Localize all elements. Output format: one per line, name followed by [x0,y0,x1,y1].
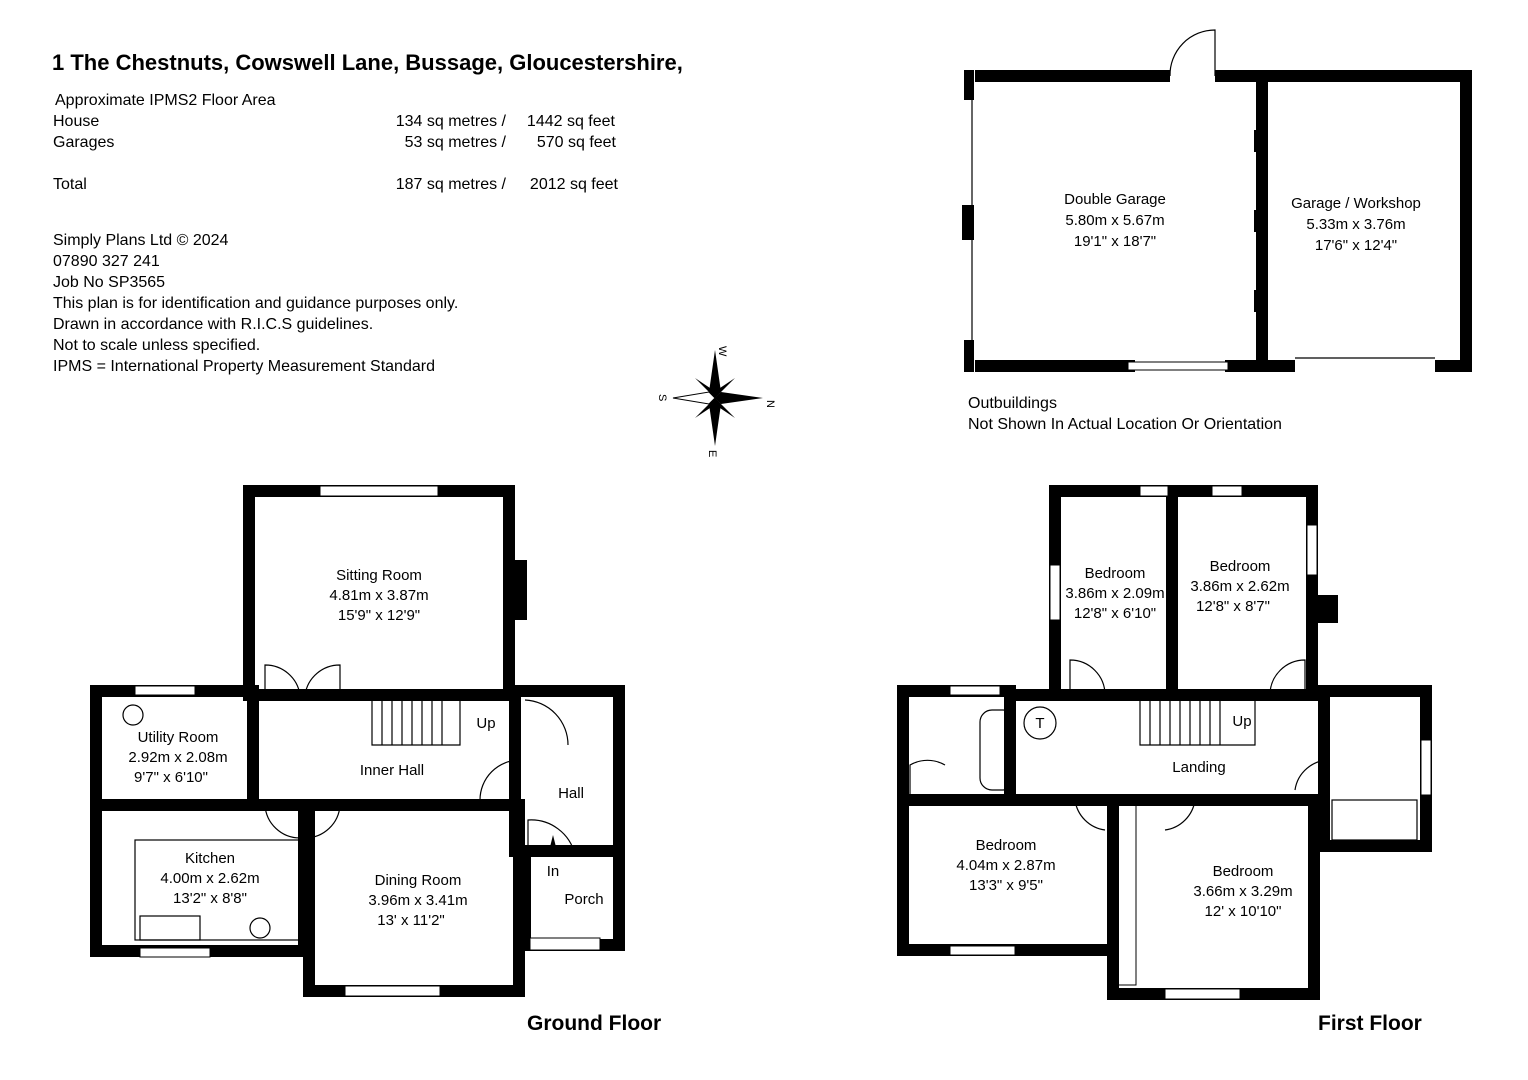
bedroom-1-imperial: 12'8" x 6'10" [1074,605,1156,622]
compass-s: S [656,394,668,401]
porch-label: Porch [564,891,603,908]
first-floor-label: First Floor [1318,1012,1422,1035]
outbuildings-plan [962,29,1472,372]
bedroom-3-imperial: 13'3" x 9'5" [969,877,1043,894]
outbuildings-orientation-note: Not Shown In Actual Location Or Orientat… [968,416,1282,433]
ground-floor-label: Ground Floor [527,1012,661,1035]
hot-water-tank-label: T [1035,715,1044,732]
ground-floor-plan [90,485,625,997]
note: Job No SP3565 [53,274,166,291]
bedroom-1-metric: 3.86m x 2.09m [1065,585,1164,602]
kitchen-metric: 4.00m x 2.62m [160,870,259,887]
outbuildings-note: Outbuildings [968,395,1057,412]
dining-room-name: Dining Room [375,872,462,889]
compass-e: E [706,450,718,457]
stairs-up-label: Up [476,715,495,732]
utility-room-metric: 2.92m x 2.08m [128,749,227,766]
sitting-room-imperial: 15'9" x 12'9" [338,607,420,624]
area-total-metric: 187 sq metres / [395,176,506,193]
workshop-metric: 5.33m x 3.76m [1306,216,1405,233]
area-house-label: House [53,113,100,130]
double-garage-metric: 5.80m x 5.67m [1065,212,1164,229]
compass-rose-icon: W S N E [656,346,776,457]
notes: Simply Plans Ltd © 2024 07890 327 241 Jo… [53,230,458,377]
workshop-imperial: 17'6" x 12'4" [1315,237,1397,254]
bedroom-4-metric: 3.66m x 3.29m [1193,883,1292,900]
bedroom-4-imperial: 12' x 10'10" [1205,903,1282,920]
note: Simply Plans Ltd © 2024 [53,232,229,249]
bedroom-2-imperial: 12'8" x 8'7" [1196,598,1270,615]
compass-w: W [716,346,728,357]
entrance-in-label: In [547,863,560,880]
area-garages-label: Garages [53,134,115,151]
hall-label: Hall [558,785,584,802]
bedroom-3-name: Bedroom [976,837,1037,854]
note: Drawn in accordance with R.I.C.S guideli… [53,316,374,333]
kitchen-name: Kitchen [185,850,235,867]
area-total-imperial: 2012 sq feet [529,176,618,193]
bedroom-3-metric: 4.04m x 2.87m [956,857,1055,874]
inner-hall-label: Inner Hall [360,762,424,779]
landing-label: Landing [1172,759,1225,776]
area-heading: Approximate IPMS2 Floor Area [55,92,276,109]
utility-room-name: Utility Room [138,729,219,746]
bedroom-2-metric: 3.86m x 2.62m [1190,578,1289,595]
double-garage-name: Double Garage [1064,191,1166,208]
area-garages-metric: 53 sq metres / [404,134,506,151]
note: Not to scale unless specified. [53,337,261,354]
double-garage-imperial: 19'1" x 18'7" [1074,233,1156,250]
area-garages-imperial: 570 sq feet [536,134,616,151]
stairs-up-label: Up [1232,713,1251,730]
bedroom-4-name: Bedroom [1213,863,1274,880]
compass-n: N [764,400,776,408]
workshop-name: Garage / Workshop [1291,195,1421,212]
dining-room-imperial: 13' x 11'2" [377,912,445,929]
kitchen-imperial: 13'2" x 8'8" [173,890,247,907]
area-house-metric: 134 sq metres / [395,113,506,130]
sitting-room-metric: 4.81m x 3.87m [329,587,428,604]
note: IPMS = International Property Measuremen… [53,358,435,375]
area-house-imperial: 1442 sq feet [526,113,615,130]
bedroom-2-name: Bedroom [1210,558,1271,575]
sitting-room-name: Sitting Room [336,567,422,584]
area-total-label: Total [53,176,87,193]
dining-room-metric: 3.96m x 3.41m [368,892,467,909]
utility-room-imperial: 9'7" x 6'10" [134,769,208,786]
property-address: 1 The Chestnuts, Cowswell Lane, Bussage,… [52,50,683,75]
bedroom-1-name: Bedroom [1085,565,1146,582]
first-floor-plan [897,485,1432,1000]
note: 07890 327 241 [53,253,160,270]
note: This plan is for identification and guid… [53,295,459,312]
